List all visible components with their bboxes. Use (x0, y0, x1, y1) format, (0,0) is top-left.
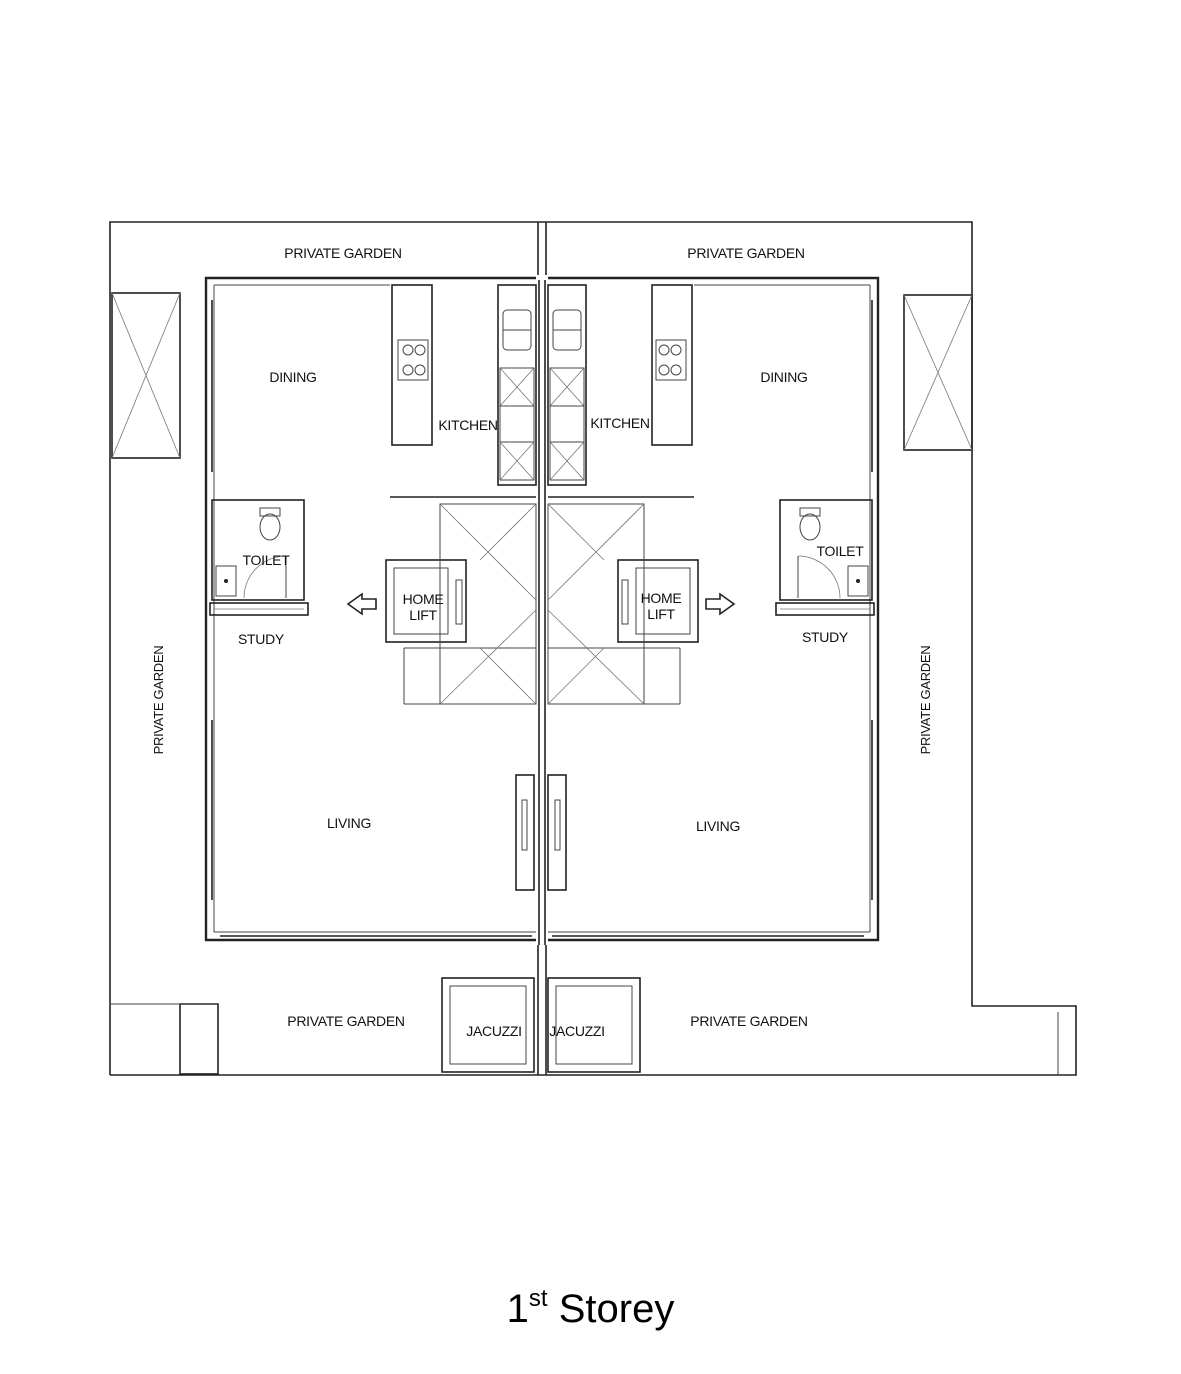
site-boundary (109, 221, 1077, 1076)
home-lift-left-line2: LIFT (409, 607, 437, 623)
right-unit-walls (547, 276, 880, 942)
caption-suffix: st (528, 1285, 548, 1312)
study-left-label: STUDY (238, 631, 285, 647)
home-lift-right-line1: HOME (641, 590, 682, 606)
party-wall (538, 280, 546, 945)
kitchen-left-label: KITCHEN (438, 417, 497, 433)
dining-right-label: DINING (760, 369, 807, 385)
home-lift-right-line2: LIFT (647, 606, 675, 622)
toilet-left-label: TOILET (243, 552, 291, 568)
storey-caption: 1st Storey (0, 1285, 1181, 1332)
exterior-features (110, 292, 973, 1075)
dining-left-label: DINING (269, 369, 316, 385)
floor-plan: PRIVATE GARDEN PRIVATE GARDEN PRIVATE GA… (109, 221, 1077, 1076)
garden-bottom-left-label: PRIVATE GARDEN (287, 1013, 404, 1029)
living-left-label: LIVING (327, 815, 371, 831)
jacuzzi-right-label: JACUZZI (549, 1023, 604, 1039)
study-right-label: STUDY (802, 629, 849, 645)
caption-number: 1 (506, 1287, 529, 1331)
jacuzzi-left-label: JACUZZI (466, 1023, 521, 1039)
garden-top-left-label: PRIVATE GARDEN (284, 245, 401, 261)
living-right-label: LIVING (696, 818, 740, 834)
home-lift-left-line1: HOME (403, 591, 444, 607)
toilet-right-label: TOILET (817, 543, 865, 559)
room-labels: PRIVATE GARDEN PRIVATE GARDEN PRIVATE GA… (151, 245, 933, 1039)
garden-bottom-right-label: PRIVATE GARDEN (690, 1013, 807, 1029)
kitchen-right-label: KITCHEN (590, 415, 649, 431)
garden-top-right-label: PRIVATE GARDEN (687, 245, 804, 261)
left-unit-walls (204, 276, 537, 942)
garden-left-label: PRIVATE GARDEN (151, 646, 166, 755)
garden-right-label: PRIVATE GARDEN (918, 646, 933, 755)
caption-word: Storey (558, 1287, 675, 1331)
